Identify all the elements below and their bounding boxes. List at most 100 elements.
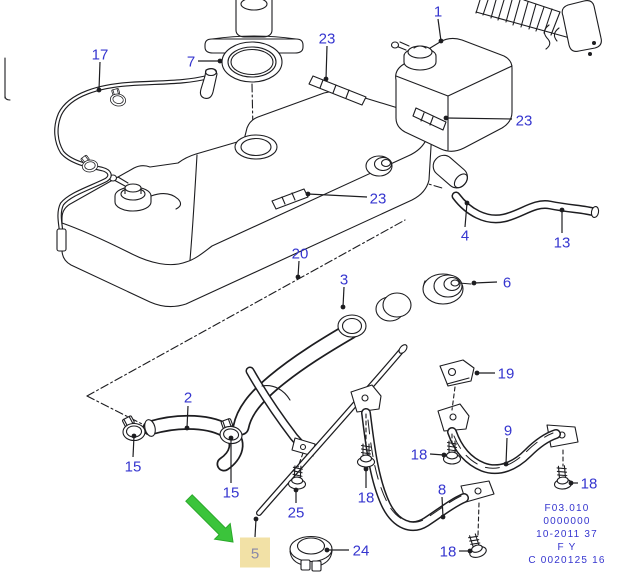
- leader-dot-5: [253, 516, 259, 522]
- callout-label-18b: 18: [411, 447, 428, 464]
- grommet-valve-6: [422, 273, 472, 305]
- callout-6: 6: [471, 275, 511, 292]
- support-bracket: [245, 366, 316, 457]
- filler-cap-seal-ring: [221, 41, 283, 83]
- leader-line-20: [297, 260, 300, 278]
- callout-3: 3: [340, 272, 348, 310]
- callout-label-15a: 15: [125, 459, 142, 476]
- vent-hose-end: [199, 67, 218, 99]
- callout-label-7: 7: [187, 54, 195, 71]
- callout-label-19: 19: [498, 366, 515, 383]
- callout-15a: 15: [125, 433, 142, 476]
- stamp-drawing-number: C 0020125 16: [528, 555, 606, 566]
- heat-shield-strip-top: [308, 75, 367, 106]
- leader-line-15a: [132, 435, 135, 458]
- green-arrow-pointer: [185, 494, 234, 543]
- leader-dot-2: [184, 425, 190, 431]
- leader-dot-23c: [305, 191, 311, 197]
- leader-dot-17: [96, 87, 102, 93]
- leader-line-3: [342, 286, 345, 308]
- callout-label-13: 13: [554, 235, 571, 252]
- callout-2: 2: [184, 390, 192, 431]
- callout-label-23c: 23: [370, 191, 387, 208]
- callout-20: 20: [292, 246, 308, 280]
- callout-layer: 17 7 23 1 23 23 4 13 20 3 6 2 15 15 25 19 9 18 18 18 8 18 5 24: [92, 4, 598, 568]
- callout-label-5: 5: [251, 546, 259, 563]
- callout-13: 13: [554, 207, 571, 252]
- leader-dot-20: [295, 274, 301, 280]
- leader-dot-1: [438, 38, 444, 44]
- fuel-cooler: [475, 0, 602, 56]
- stamp-serial: 0000000: [543, 516, 591, 527]
- seal-ring-3: [375, 292, 412, 322]
- stamp-date-code: 10-2011 37: [536, 529, 598, 540]
- leader-dot-13: [559, 207, 565, 213]
- callout-label-18d: 18: [440, 544, 457, 561]
- callout-23c: 23: [305, 191, 387, 208]
- filler-neck-pipe: [232, 314, 367, 436]
- callout-label-17: 17: [92, 47, 109, 64]
- callout-9: 9: [503, 423, 512, 467]
- leader-line-8: [441, 496, 444, 518]
- breather-pipe-5: [256, 344, 408, 516]
- callout-8: 8: [438, 482, 446, 520]
- leader-dot-6: [471, 280, 477, 286]
- callout-19: 19: [474, 366, 515, 383]
- leader-line-9: [505, 437, 508, 465]
- tank-outlet-grommet: [365, 155, 393, 177]
- spacer-plate-19: [439, 359, 475, 387]
- leader-dot-15a: [131, 433, 137, 439]
- leader-dot-9: [503, 461, 509, 467]
- page-edge-fragment: [4, 57, 11, 101]
- callout-label-6: 6: [503, 275, 511, 292]
- leader-line-6: [473, 281, 498, 284]
- stamp-market-code: F Y: [557, 542, 577, 553]
- locking-ring-24: [289, 535, 333, 572]
- leader-dot-18d: [467, 548, 473, 554]
- callout-23a: 23: [319, 31, 335, 82]
- callout-label-8: 8: [438, 482, 446, 499]
- callout-label-2: 2: [184, 390, 192, 407]
- leader-line-5: [254, 518, 257, 538]
- callout-label-18c: 18: [581, 476, 598, 493]
- leader-dot-15b: [228, 435, 234, 441]
- callout-15b: 15: [223, 435, 240, 502]
- fuel-sender-unit-reserve: [390, 41, 437, 71]
- callout-label-25: 25: [288, 505, 305, 522]
- leader-dot-4: [464, 200, 470, 206]
- heat-shield-strip-side: [271, 188, 309, 210]
- leader-line-23b: [445, 117, 513, 120]
- leader-line-23a: [325, 45, 328, 80]
- callout-18b: 18: [411, 447, 447, 464]
- callout-label-23b: 23: [516, 113, 533, 130]
- leader-line-23c: [307, 193, 368, 198]
- leader-dot-18b: [441, 452, 447, 458]
- bolt-18-c: [552, 464, 573, 491]
- main-fuel-tank: [61, 75, 433, 308]
- tank-strap-9: [437, 403, 579, 475]
- leader-dot-7: [217, 58, 223, 64]
- callout-label-15b: 15: [223, 485, 240, 502]
- leader-dot-23a: [323, 76, 329, 82]
- callout-4: 4: [461, 200, 470, 245]
- callout-label-1: 1: [434, 4, 442, 21]
- callout-1: 1: [434, 4, 444, 44]
- bolt-18-d: [463, 531, 489, 560]
- callout-label-18a: 18: [358, 490, 375, 507]
- stamp-figure-code: F03.010: [544, 503, 590, 514]
- callout-23b: 23: [443, 113, 533, 130]
- callout-label-4: 4: [461, 228, 469, 245]
- drawing-stamp: F03.010 0000000 10-2011 37 F Y C 0020125…: [502, 502, 632, 567]
- callout-label-24: 24: [353, 543, 370, 560]
- leader-dot-18a: [363, 466, 369, 472]
- leader-dot-18c: [568, 480, 574, 486]
- pipe-clip-a: [108, 86, 129, 108]
- fuel-sender-unit-main: [108, 174, 182, 212]
- leader-dot-25: [293, 487, 299, 493]
- leader-line-2: [186, 405, 189, 429]
- callout-label-3: 3: [340, 272, 348, 289]
- highlight-box: [240, 537, 270, 568]
- callout-7: 7: [187, 54, 223, 71]
- callout-24: 24: [324, 543, 370, 560]
